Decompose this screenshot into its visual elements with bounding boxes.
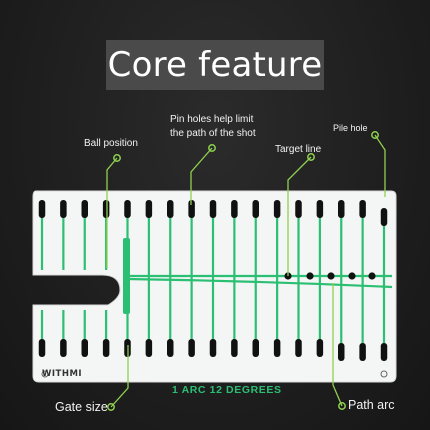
pin-slot-top <box>295 200 302 218</box>
pin-slot-bottom <box>60 339 67 357</box>
corner-hole-left <box>41 370 49 378</box>
arc-label: 1 ARC 12 DEGREES <box>172 384 282 396</box>
pin-slot-top <box>81 200 88 218</box>
gate-bar <box>123 238 130 314</box>
callout-pin-holes-line2: the path of the shot <box>170 128 256 139</box>
pin-slot-top <box>273 200 281 218</box>
callout-ball-position: Ball position <box>84 138 138 149</box>
pin-slot-bottom <box>359 343 366 361</box>
leader-gate-size <box>110 345 129 408</box>
leader-dot-path-arc <box>338 402 346 410</box>
pin-slot-top <box>231 200 238 218</box>
callout-pin-holes: Pin holes help limit the path of the sho… <box>170 113 256 141</box>
pin-slot-top <box>38 200 46 218</box>
callout-gate-size: Gate size <box>55 400 108 414</box>
pin-slot-bottom <box>167 339 174 357</box>
pin-slot-top <box>145 200 153 218</box>
corner-hole-right <box>380 370 388 378</box>
leader-target-line <box>287 156 312 276</box>
leader-dot-pin-holes <box>208 144 216 152</box>
brand-logo: WITHMI <box>42 369 83 379</box>
path-arc-line <box>125 277 393 289</box>
leader-pile-hole <box>374 134 386 197</box>
leader-ball-position <box>106 157 118 268</box>
pin-slot-bottom <box>380 343 388 361</box>
leader-path-arc <box>332 283 343 407</box>
pin-slot-top <box>338 200 345 218</box>
pile-holes <box>284 272 376 280</box>
title-banner: Core feature <box>106 40 324 90</box>
pin-slot-top <box>209 200 217 218</box>
pin-slot-bottom <box>188 339 195 357</box>
pin-slot-bottom <box>316 339 324 357</box>
pin-slot-top <box>60 200 67 218</box>
leader-dot-target-line <box>307 153 315 161</box>
pin-slot-top <box>124 200 131 218</box>
pin-slots <box>38 200 388 361</box>
leader-dot-gate-size <box>107 403 115 411</box>
pin-slot-top <box>380 208 388 226</box>
callout-path-arc: Path arc <box>348 398 395 412</box>
pin-slot-top <box>167 200 174 218</box>
leader-dot-ball-position <box>113 154 121 162</box>
pin-slot-top <box>252 200 259 218</box>
pin-slot-bottom <box>145 339 153 357</box>
pin-slot-bottom <box>231 339 238 357</box>
pin-slot-bottom <box>295 339 302 357</box>
callout-pile-hole: Pile hole <box>333 123 368 133</box>
pin-slot-bottom <box>209 339 217 357</box>
pin-slot-top <box>102 200 110 218</box>
pin-slot-bottom <box>81 339 88 357</box>
pin-slot-top <box>188 200 195 218</box>
pin-slot-top <box>359 200 366 218</box>
leader-dot-pile-hole <box>371 131 379 139</box>
pin-slot-bottom <box>38 339 46 357</box>
pin-slot-bottom <box>102 339 110 357</box>
leader-pin-holes <box>190 147 213 205</box>
pin-slot-bottom <box>273 339 281 357</box>
pin-slot-bottom <box>252 339 259 357</box>
page-title: Core feature <box>107 45 323 85</box>
pin-slot-bottom <box>338 343 345 361</box>
pin-slot-top <box>316 200 324 218</box>
callout-pin-holes-line1: Pin holes help limit <box>170 114 254 125</box>
callout-target-line: Target line <box>275 144 322 155</box>
